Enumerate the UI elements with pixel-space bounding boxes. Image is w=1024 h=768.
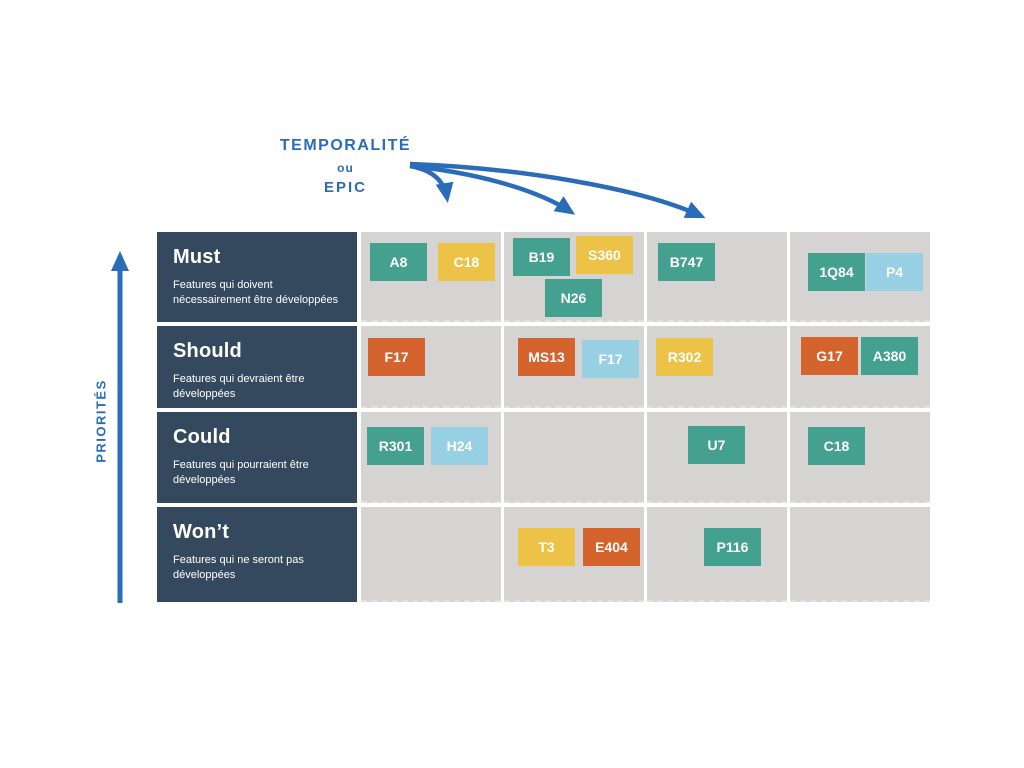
feature-tag[interactable]: G17 xyxy=(801,337,858,375)
feature-tag[interactable]: F17 xyxy=(368,338,425,376)
row-title: Could xyxy=(173,426,231,448)
feature-tag[interactable]: 1Q84 xyxy=(808,253,865,291)
row-description: Features qui doivent nécessairement être… xyxy=(173,279,339,306)
feature-tag[interactable]: H24 xyxy=(431,427,488,465)
matrix-cell: B747 xyxy=(647,232,787,322)
matrix-cell xyxy=(361,507,501,602)
row-title: Should xyxy=(173,340,242,362)
row-description: Features qui devraient être développées xyxy=(173,373,305,400)
row-header-must: Must Features qui doivent nécessairement… xyxy=(157,232,357,322)
row-title: Won’t xyxy=(173,521,230,543)
annotation-line-temporalite: TEMPORALITÉ xyxy=(279,137,412,154)
columns-annotation: TEMPORALITÉ ou EPIC xyxy=(258,137,433,196)
row-description: Features qui ne seront pas développées xyxy=(173,554,304,581)
feature-tag[interactable]: MS13 xyxy=(518,338,575,376)
feature-tag[interactable]: N26 xyxy=(545,279,602,317)
feature-tag[interactable]: A8 xyxy=(370,243,427,281)
row-header-wont: Won’t Features qui ne seront pas dévelop… xyxy=(157,507,357,602)
epic-arrow-2 xyxy=(409,163,576,215)
feature-tag[interactable]: A380 xyxy=(861,337,918,375)
annotation-line-epic: EPIC xyxy=(323,179,367,196)
matrix-cell: C18 xyxy=(790,412,930,503)
feature-tag[interactable]: P116 xyxy=(704,528,761,566)
feature-tag[interactable]: T3 xyxy=(518,528,575,566)
moscow-matrix: Must Features qui doivent nécessairement… xyxy=(157,232,932,602)
annotation-line-ou: ou xyxy=(337,161,354,175)
feature-tag[interactable]: R302 xyxy=(656,338,713,376)
row-description: Features qui pourraient être développées xyxy=(173,459,309,486)
feature-tag[interactable]: P4 xyxy=(866,253,923,291)
matrix-cell xyxy=(504,412,644,503)
row-header-should: Should Features qui devraient être dével… xyxy=(157,326,357,408)
matrix-cell: P116 xyxy=(647,507,787,602)
feature-tag[interactable]: E404 xyxy=(583,528,640,566)
feature-tag[interactable]: S360 xyxy=(576,236,633,274)
feature-tag[interactable]: C18 xyxy=(808,427,865,465)
row-header-could: Could Features qui pourraient être dével… xyxy=(157,412,357,503)
matrix-cell xyxy=(790,507,930,602)
feature-tag[interactable]: R301 xyxy=(367,427,424,465)
matrix-cell: F17 xyxy=(361,326,501,408)
matrix-cell: U7 xyxy=(647,412,787,503)
matrix-cell: R302 xyxy=(647,326,787,408)
epic-arrow-3 xyxy=(409,161,706,219)
feature-tag[interactable]: F17 xyxy=(582,340,639,378)
matrix-cell: A8 C18 xyxy=(361,232,501,322)
row-title: Must xyxy=(173,246,221,268)
feature-tag[interactable]: B19 xyxy=(513,238,570,276)
priorities-axis-label: PRIORITÉS xyxy=(93,379,109,463)
feature-tag[interactable]: U7 xyxy=(688,426,745,464)
feature-tag[interactable]: B747 xyxy=(658,243,715,281)
feature-tag[interactable]: C18 xyxy=(438,243,495,281)
